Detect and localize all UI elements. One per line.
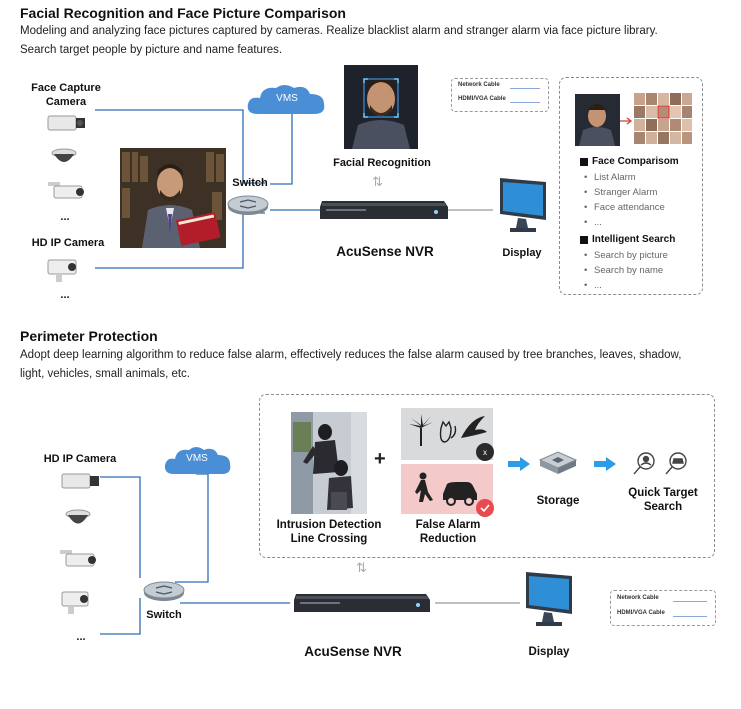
face-comparison-list: Face Comparisom List Alarm Stranger Alar…: [580, 154, 698, 293]
display-monitor-icon: [500, 178, 546, 232]
s2-legend-network-line: [673, 601, 707, 602]
cable-legend-2: Network Cable HDMI/VGA Cable: [610, 590, 716, 626]
face-comparison-item: Face attendance: [580, 200, 698, 215]
face-comparison-item: List Alarm: [580, 170, 698, 185]
car-icon: [443, 482, 477, 506]
face-comparison-header: Face Comparisom: [580, 154, 698, 170]
sync-arrows-icon: ⇅: [372, 174, 383, 189]
person-search-icon: [633, 452, 655, 475]
walking-person-icon: [415, 472, 433, 502]
dismiss-badge-icon: x: [476, 443, 494, 461]
s2-switch-label: Switch: [146, 609, 182, 621]
palm-tree-icon: [409, 414, 433, 446]
section2-desc-line2: light, vehicles, small animals, etc.: [20, 368, 191, 380]
section1-description: Modeling and analyzing face pictures cap…: [20, 22, 740, 60]
flow-arrow-icon-2: [594, 457, 616, 471]
intelligent-search-item: Search by picture: [580, 248, 698, 263]
legend-hdmi-cable: HDMI/VGA Cable: [458, 96, 506, 102]
cat-icon: [439, 420, 457, 443]
section1-desc-line1: Modeling and analyzing face pictures cap…: [20, 25, 658, 37]
s2-legend-hdmi-line: [673, 616, 707, 617]
switch-label: Switch: [232, 177, 268, 189]
s2-vms-cloud-icon: [164, 447, 231, 474]
s2-legend-network-cable: Network Cable: [617, 595, 659, 601]
vms-cloud-icon: [247, 85, 325, 114]
legend-network-line: [510, 88, 540, 89]
s2-mini-bullet-camera-icon: [61, 591, 89, 614]
switch-icon: [227, 195, 269, 215]
display-label: Display: [502, 247, 542, 259]
vehicle-search-icon: [665, 452, 687, 475]
section1-title: Facial Recognition and Face Picture Comp…: [20, 5, 346, 21]
legend-network-cable: Network Cable: [458, 82, 500, 88]
vms-label: VMS: [276, 93, 298, 104]
reader-photo: [120, 148, 226, 248]
false-alarm-label: False Alarm Reduction: [415, 519, 481, 545]
storage-icon: [538, 451, 578, 474]
intruder-photo: [291, 412, 367, 514]
nvr-label: AcuSense NVR: [336, 244, 434, 259]
plus-sign: +: [374, 448, 386, 470]
section2-desc-line1: Adopt deep learning algorithm to reduce …: [20, 349, 682, 361]
face-comparison-item: Stranger Alarm: [580, 185, 698, 200]
facial-recognition-photo: [344, 65, 418, 149]
facial-recognition-label: Facial Recognition: [333, 157, 431, 169]
nvr-device-icon: [320, 201, 448, 219]
s2-nvr-device-icon: [294, 594, 430, 612]
target-face-photo: [575, 94, 620, 146]
s2-box-camera-icon: [61, 473, 99, 489]
camera-to-switch-line-1: [95, 109, 265, 184]
s2-vms-line: [175, 473, 209, 583]
s2-nvr-label: AcuSense NVR: [304, 644, 402, 659]
s2-switch-icon: [143, 581, 185, 601]
s2-camera-line-top: [100, 476, 141, 578]
compare-arrow-icon: [620, 117, 633, 125]
flow-arrow-icon-1: [508, 457, 530, 471]
camera-ellipsis-1: ...: [60, 211, 70, 223]
cable-legend-1: Network Cable HDMI/VGA Cable: [451, 78, 549, 112]
hd-ip-camera-label: HD IP Camera: [31, 237, 105, 249]
storage-label: Storage: [536, 495, 580, 507]
intrusion-panel: [259, 394, 715, 558]
s2-camera-line-bottom: [100, 598, 141, 635]
quick-search-icons: [633, 452, 687, 475]
bullet-camera-icon: [48, 182, 84, 199]
intelligent-search-item: ...: [580, 278, 698, 293]
s2-camera-ellipsis: ...: [76, 631, 86, 643]
s2-sync-arrows-icon: ⇅: [356, 560, 367, 575]
dome-camera-icon: [51, 148, 77, 162]
hd-bullet-camera-icon: [47, 259, 77, 282]
s2-hd-ip-camera-label: HD IP Camera: [43, 453, 117, 465]
face-feature-panel: [559, 77, 703, 295]
camera-ellipsis-2: ...: [60, 289, 70, 301]
face-library-grid: [634, 93, 692, 144]
s2-legend-hdmi-cable: HDMI/VGA Cable: [617, 610, 665, 616]
svg-text:x: x: [483, 448, 487, 457]
bird-icon: [461, 416, 487, 438]
box-camera-icon: [47, 115, 85, 131]
intelligent-search-item: Search by name: [580, 263, 698, 278]
intelligent-search-header: Intelligent Search: [580, 232, 698, 248]
s2-display-monitor-icon: [526, 572, 572, 626]
quick-search-label: Quick Target Search: [628, 487, 698, 513]
camera-group-1: [47, 115, 85, 199]
s2-camera-group: [60, 473, 99, 614]
s2-bullet-camera-icon: [60, 550, 96, 567]
s2-display-label: Display: [528, 646, 570, 658]
s2-vms-label: VMS: [186, 453, 208, 464]
section2-description: Adopt deep learning algorithm to reduce …: [20, 346, 740, 384]
s2-dome-camera-icon: [65, 509, 91, 524]
intrusion-label: Intrusion Detection Line Crossing: [276, 519, 382, 545]
section2-title: Perimeter Protection: [20, 328, 158, 344]
confirm-badge-icon: [476, 499, 494, 517]
legend-hdmi-line: [510, 102, 540, 103]
face-comparison-item: ...: [580, 215, 698, 230]
false-alarm-target-tile: [401, 464, 494, 517]
section1-desc-line2: Search target people by picture and name…: [20, 44, 283, 56]
false-alarm-source-tile: x: [401, 408, 494, 461]
face-capture-camera-label: Face Capture Camera: [31, 82, 101, 108]
